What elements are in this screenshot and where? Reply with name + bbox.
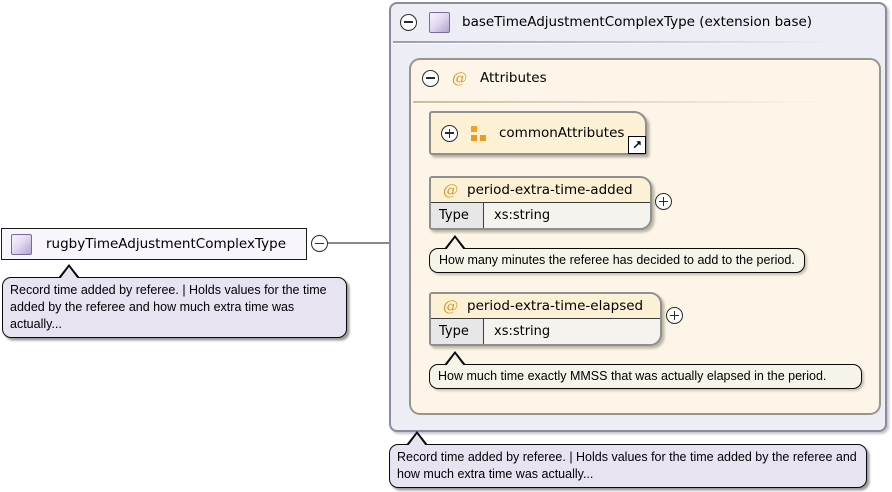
attribute-box-period-extra-time-added[interactable]: @ period-extra-time-added Type xs:string: [429, 176, 652, 230]
base-type-annotation-text: Record time added by referee. | Holds va…: [397, 450, 857, 481]
pointer-fill-icon: [446, 238, 464, 250]
base-type-container: baseTimeAdjustmentComplexType (extension…: [389, 2, 887, 432]
base-type-annotation: Record time added by referee. | Holds va…: [389, 431, 867, 488]
header-separator: [393, 41, 883, 44]
complex-type-icon: [11, 233, 32, 255]
attribute-annotation-text: How many minutes the referee has decided…: [439, 253, 795, 267]
attribute-at-icon: @: [443, 296, 458, 315]
pointer-fill-icon: [408, 434, 426, 446]
type-label: Type: [431, 203, 484, 228]
type-label: Type: [431, 319, 484, 344]
attribute-type-row: Type xs:string: [431, 203, 650, 228]
jump-to-definition-icon[interactable]: ↗: [628, 136, 646, 154]
attributes-separator: [413, 101, 877, 104]
expand-attribute-icon[interactable]: [655, 193, 672, 210]
attribute-header: @ period-extra-time-added: [431, 178, 650, 203]
attribute-annotation-text: How much time exactly MMSS that was actu…: [438, 369, 827, 383]
attribute-at-icon: @: [443, 180, 458, 199]
global-type-node[interactable]: rugbyTimeAdjustmentComplexType: [1, 228, 307, 260]
expand-attribute-icon[interactable]: [666, 307, 683, 324]
left-node-annotation: Record time added by referee. | Holds va…: [2, 264, 347, 338]
common-attributes-label: commonAttributes: [499, 125, 625, 141]
base-type-header[interactable]: baseTimeAdjustmentComplexType (extension…: [391, 4, 885, 40]
global-type-label: rugbyTimeAdjustmentComplexType: [46, 236, 287, 252]
type-value: xs:string: [484, 319, 660, 344]
attributes-title: Attributes: [480, 70, 547, 86]
type-value: xs:string: [484, 203, 650, 228]
collapse-toggle-icon[interactable]: [311, 235, 328, 252]
collapse-base-type-icon[interactable]: [400, 13, 417, 31]
complex-type-icon: [429, 11, 450, 33]
attribute-annotation: How many minutes the referee has decided…: [429, 235, 805, 273]
expand-common-attributes-icon[interactable]: [441, 124, 458, 142]
pointer-fill-icon: [60, 267, 78, 279]
attribute-group-icon: [471, 125, 486, 141]
attribute-type-row: Type xs:string: [431, 319, 660, 344]
common-attributes-box[interactable]: commonAttributes ↗: [429, 111, 647, 155]
attribute-annotation: How much time exactly MMSS that was actu…: [429, 351, 862, 389]
attribute-name: period-extra-time-elapsed: [467, 298, 644, 314]
attribute-header: @ period-extra-time-elapsed: [431, 294, 660, 319]
collapse-attributes-icon[interactable]: [422, 69, 439, 87]
pointer-fill-icon: [446, 354, 464, 366]
attribute-at-icon: @: [452, 68, 467, 87]
attributes-section: @ Attributes commonAttributes ↗ @ period…: [409, 58, 881, 415]
base-type-title: baseTimeAdjustmentComplexType (extension…: [462, 14, 813, 30]
attribute-name: period-extra-time-added: [467, 182, 633, 198]
attributes-header[interactable]: @ Attributes: [411, 60, 879, 96]
connector-line: [328, 242, 390, 244]
left-node-annotation-text: Record time added by referee. | Holds va…: [10, 283, 327, 331]
attribute-box-period-extra-time-elapsed[interactable]: @ period-extra-time-elapsed Type xs:stri…: [429, 292, 662, 346]
